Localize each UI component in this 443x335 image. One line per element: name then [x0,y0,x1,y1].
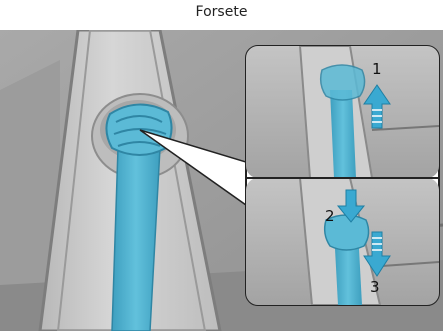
step-number-3: 3 [370,278,380,296]
seatbelt-adjuster-illustration: 1 2 3 [0,30,443,331]
page-title: Forsete [0,4,443,26]
step-number-1: 1 [372,60,382,78]
inset-step-2-3 [246,178,439,305]
inset-step-1 [246,46,439,178]
step-number-2: 2 [325,207,335,225]
